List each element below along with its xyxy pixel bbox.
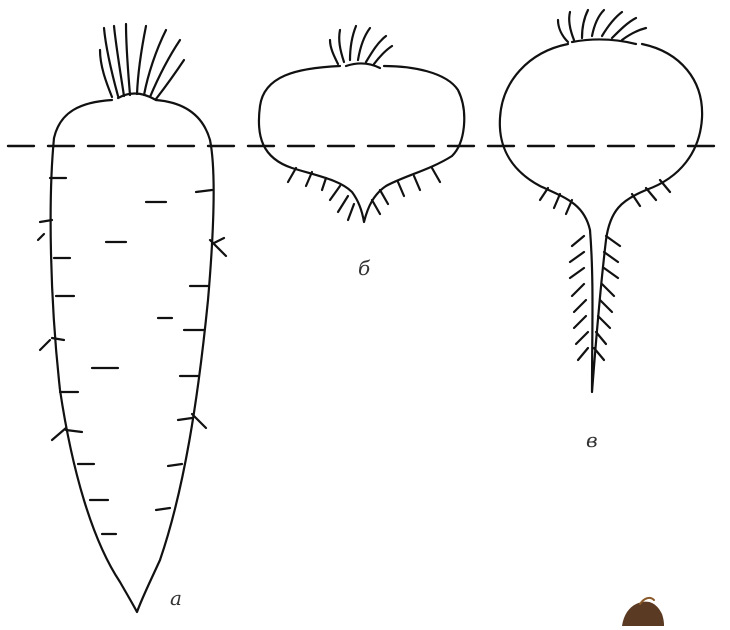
table-beet-leaves bbox=[330, 26, 392, 68]
corner-blot bbox=[622, 598, 664, 626]
label-carrot: а bbox=[170, 586, 182, 610]
table-beet-body bbox=[259, 66, 464, 222]
carrot-body bbox=[51, 100, 214, 612]
label-sugar-beet: в bbox=[586, 428, 598, 452]
label-table-beet: б bbox=[358, 256, 370, 280]
carrot-leaves bbox=[100, 24, 184, 100]
sugar-beet-body bbox=[500, 44, 702, 392]
sugar-beet-drawing bbox=[500, 10, 702, 392]
sugar-beet-leaves bbox=[558, 10, 646, 44]
table-beet-drawing bbox=[259, 26, 464, 222]
carrot-drawing bbox=[38, 24, 226, 612]
